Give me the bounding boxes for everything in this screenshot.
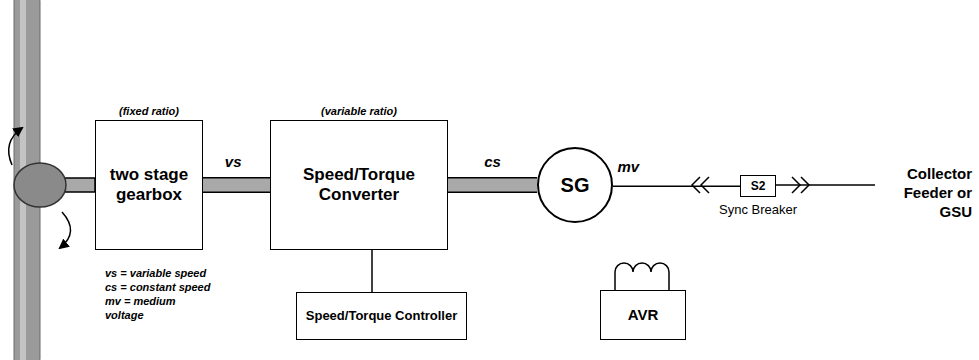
breaker-box: S2Sync Breaker — [740, 175, 776, 197]
avr-box: AVR — [600, 290, 686, 340]
node-heading: (variable ratio) — [321, 105, 397, 117]
feeder-wire — [776, 184, 875, 186]
node-text: SG — [557, 173, 594, 197]
gearbox-box: (fixed ratio)two stage gearbox — [95, 120, 203, 250]
wire-line — [371, 250, 373, 292]
connection-wire — [372, 250, 373, 292]
generator-circle: SG — [537, 147, 613, 223]
shaft-outline — [203, 177, 270, 193]
edge-label: cs — [482, 153, 503, 170]
rotation-arrow — [60, 212, 71, 248]
node-text: Speed/Torque Converter — [275, 165, 443, 206]
rotation-arrow — [9, 128, 22, 165]
node-text: Speed/Torque Controller — [302, 308, 461, 324]
node-heading: (fixed ratio) — [119, 105, 179, 117]
edge-label: vs — [223, 153, 244, 170]
drive-shaft — [448, 185, 537, 186]
node-text: S2 — [747, 179, 770, 193]
node-heading: Sync Breaker — [719, 202, 797, 217]
connector-chevron — [692, 177, 700, 193]
shaft-body — [203, 179, 270, 192]
rotor-hub — [14, 163, 66, 207]
shaft-body — [448, 179, 537, 192]
breaker-connectors — [692, 177, 875, 193]
edge-label: mv — [615, 158, 641, 175]
field-coil — [615, 263, 669, 291]
rotor-illustration — [9, 0, 95, 360]
node-text: AVR — [624, 306, 663, 324]
abbreviation-note: cs = constant speed — [105, 280, 215, 294]
converter-box: (variable ratio)Speed/Torque Converter — [270, 120, 448, 250]
abbreviation-note: vs = variable speed — [105, 266, 215, 280]
coil-symbol — [615, 263, 669, 291]
connector-chevron — [701, 177, 709, 193]
abbreviation-note: mv = medium voltage — [105, 294, 197, 322]
controller-box: Speed/Torque Controller — [296, 292, 467, 340]
connection-wire — [613, 186, 740, 187]
main-shaft — [62, 178, 95, 192]
wire-line — [613, 185, 740, 187]
node-text: two stage gearbox — [100, 165, 198, 206]
drive-shaft — [203, 185, 270, 186]
destination-label: Collector Feeder or GSU — [880, 164, 972, 221]
shaft-outline — [448, 177, 537, 193]
